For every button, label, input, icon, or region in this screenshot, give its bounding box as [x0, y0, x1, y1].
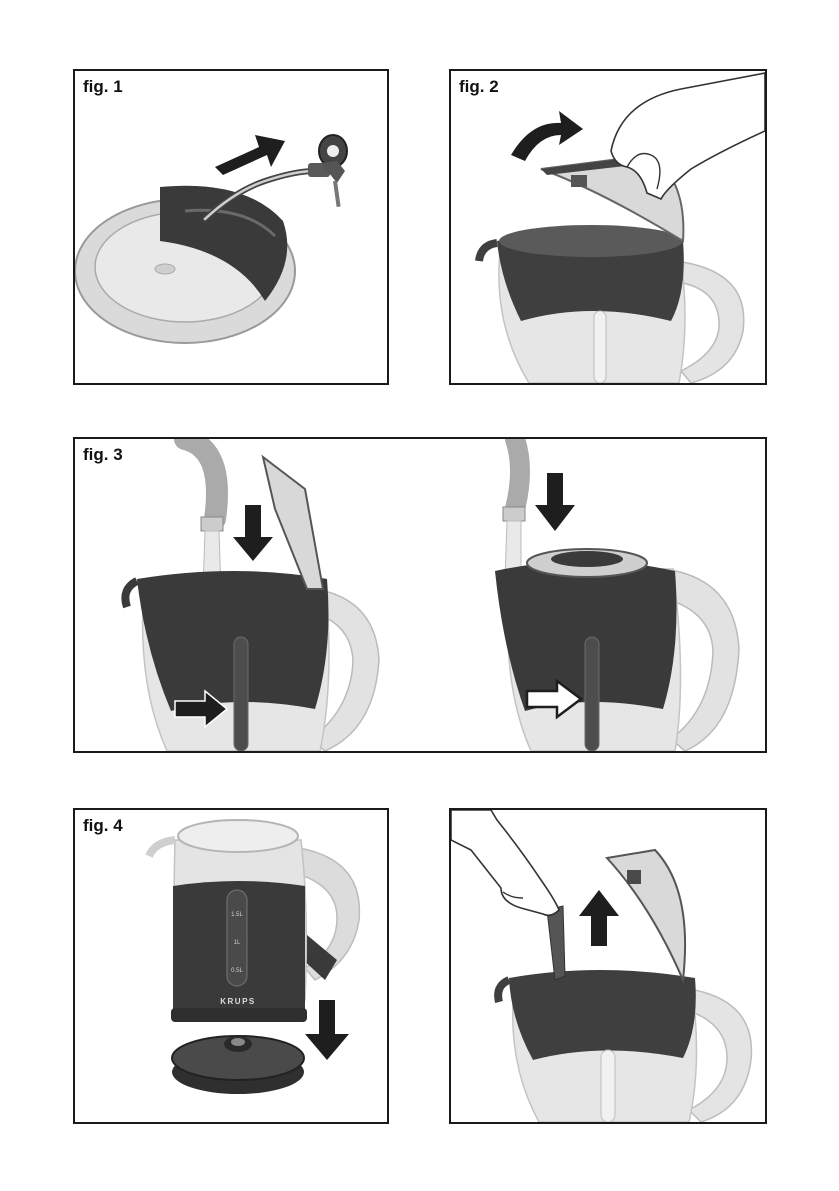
gauge-mark-max: 1.5L	[231, 912, 243, 918]
lift-lid-arrow	[511, 111, 583, 161]
gauge-mark-mid: 1L	[234, 940, 241, 946]
figure-3-illustration	[75, 439, 765, 751]
water-level-window	[594, 311, 606, 383]
fill-through-spout	[495, 439, 739, 751]
tap	[515, 439, 520, 509]
remove-filter-arrow	[579, 890, 619, 946]
hand	[451, 810, 559, 915]
figure-4-illustration: 1.5L 1L 0.5L KRUPS	[75, 810, 387, 1122]
kettle-lid-latch	[571, 175, 587, 187]
figure-4-label: fig. 4	[83, 816, 123, 836]
kettle-lid-open	[263, 457, 323, 589]
kettle-lid-latch	[627, 870, 641, 884]
unplug-arrow	[215, 135, 285, 175]
power-base-connector	[155, 264, 175, 274]
figure-2-label: fig. 2	[459, 77, 499, 97]
figure-3-label: fig. 3	[83, 445, 123, 465]
kettle-spout	[479, 243, 497, 261]
fill-through-lid	[125, 439, 379, 751]
kettle-lid-button	[551, 551, 623, 567]
kettle-spout	[149, 840, 175, 856]
figure-5-panel	[449, 808, 767, 1124]
gauge-mark-min: 0.5L	[231, 968, 243, 974]
figure-2-illustration	[451, 71, 765, 383]
lift-kettle-arrow	[305, 1000, 349, 1060]
figure-2-panel: fig. 2	[449, 69, 767, 385]
water-level-window	[601, 1050, 615, 1122]
water-level-window	[234, 637, 248, 751]
figure-1-panel: fig. 1	[73, 69, 389, 385]
figure-4-panel: fig. 4 1.5L 1L 0.5L KRUPS	[73, 808, 389, 1124]
pour-arrow	[535, 473, 575, 531]
figure-1-label: fig. 1	[83, 77, 123, 97]
brand-logo: KRUPS	[220, 997, 256, 1006]
kettle-spout	[498, 980, 509, 1002]
figure-3-panel: fig. 3	[73, 437, 767, 753]
kettle-lid-open	[607, 850, 685, 980]
figure-1-illustration	[75, 71, 387, 383]
kettle-opening	[499, 225, 683, 257]
kettle-top-band	[509, 970, 696, 1060]
tap-nozzle	[503, 507, 525, 521]
tap	[185, 439, 217, 519]
power-plug	[308, 135, 347, 207]
scale-filter	[547, 906, 565, 980]
water-level-window	[585, 637, 599, 751]
power-base-pin	[231, 1038, 245, 1046]
kettle-base-ring	[171, 1008, 307, 1022]
figure-5-illustration	[451, 810, 765, 1122]
kettle-spout	[125, 581, 137, 607]
pour-arrow	[233, 505, 273, 561]
kettle-top-band	[137, 571, 329, 711]
tap-nozzle	[201, 517, 223, 531]
kettle-lid	[178, 820, 298, 852]
